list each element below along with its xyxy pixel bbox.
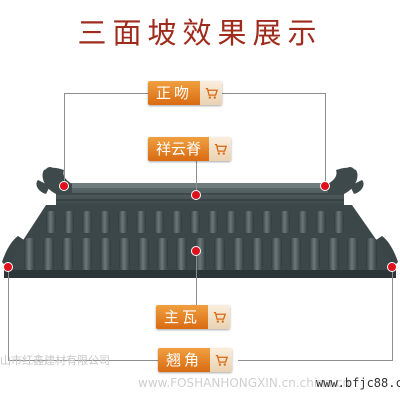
label-xiangyunji: 祥云脊 [148,137,210,161]
eave-edge [4,270,396,278]
callout-line-bottom-left [8,360,158,361]
callout-line-right [325,93,326,186]
callout-line-bottom-right [238,360,393,361]
cart-icon [209,137,232,161]
watermark: www.bfjc88.c [316,376,400,390]
label-tag-zhengwen: 正吻 [148,81,223,105]
label-tag-xiangyunji: 祥云脊 [148,137,232,161]
label-tag-qiaojiao: 翘角 [158,348,233,372]
cart-icon [210,348,233,372]
cart-icon [200,81,223,105]
page-title: 三面坡效果展示 [77,16,323,50]
callout-line-corner-right [392,268,393,360]
label-zhuwa: 主瓦 [156,305,209,329]
callout-line-ridge [196,158,197,195]
marker-dot-ridge [191,190,201,200]
marker-dot-tile [191,246,201,256]
label-tag-zhuwa: 主瓦 [156,305,231,329]
marker-dot-corner-right [387,262,397,272]
upturned-corner-left [2,236,24,268]
ridge-ornament-right [328,167,364,194]
callout-line-tile [196,251,197,307]
callout-line-left [64,93,65,186]
footer-url: www.FOSHANHONGXIN.cn.china.cn [138,376,351,390]
marker-dot-left-ornament [59,181,69,191]
label-zhengwen: 正吻 [148,81,201,105]
upturned-corner-right [376,236,398,268]
marker-dot-corner-left [3,262,13,272]
cart-icon [208,305,231,329]
tile-rows [24,211,377,270]
callout-line-corner-left [8,268,9,360]
footer-company: 山市红鑫建材有限公司 [0,354,110,367]
label-qiaojiao: 翘角 [158,348,211,372]
ridge-cap [54,183,346,188]
marker-dot-right-ornament [320,181,330,191]
